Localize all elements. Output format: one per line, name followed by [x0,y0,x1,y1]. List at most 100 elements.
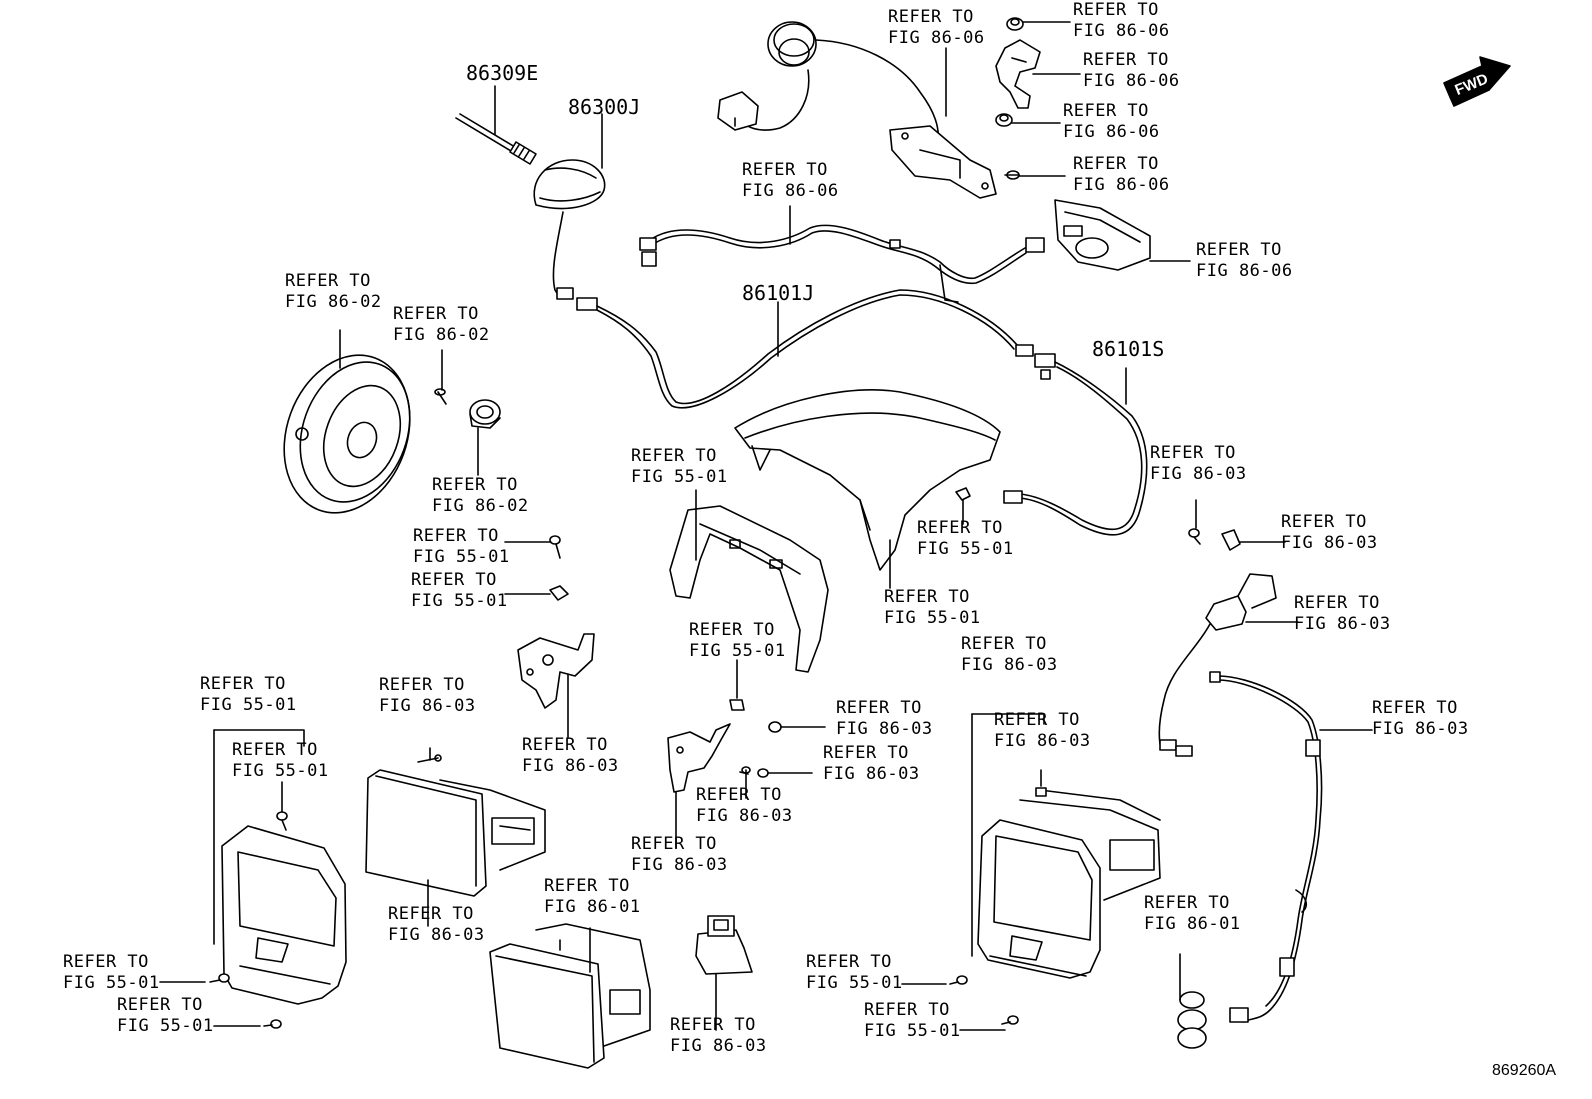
refer-label-camera[interactable]: REFER TO FIG 86-06 [1196,240,1293,282]
refer-line1: REFER TO [742,160,828,180]
refer-label-nut[interactable]: REFER TO FIG 86-06 [1063,101,1160,143]
refer-line1: REFER TO [432,475,518,495]
refer-line2: FIG 86-03 [670,1036,767,1056]
refer-label-speaker[interactable]: REFER TO FIG 86-02 [285,271,382,313]
refer-label-display-unit[interactable]: REFER TO FIG 86-03 [388,904,485,946]
refer-line1: REFER TO [888,7,974,27]
refer-label-cluster-bezel[interactable]: REFER TO FIG 55-01 [884,587,981,629]
refer-line2: FIG 86-03 [379,696,476,716]
refer-label-tweeter[interactable]: REFER TO FIG 86-02 [432,475,529,517]
refer-label-display-screw[interactable]: REFER TO FIG 86-03 [379,675,476,717]
refer-label-right-clip[interactable]: REFER TO FIG 86-03 [1281,512,1378,554]
antenna-rod-icon [456,114,536,164]
refer-line2: FIG 86-03 [522,756,619,776]
refer-label-right-display[interactable]: REFER TO FIG 86-03 [961,634,1058,676]
refer-label-center-bracket[interactable]: REFER TO FIG 86-03 [631,834,728,876]
speaker-icon [263,337,431,530]
refer-line1: REFER TO [631,834,717,854]
refer-label-right-display-clip[interactable]: REFER TO FIG 86-03 [994,710,1091,752]
refer-line2: FIG 86-03 [994,731,1091,751]
refer-line1: REFER TO [413,526,499,546]
refer-line2: FIG 86-06 [1073,175,1170,195]
tweeter-icon [470,400,500,428]
refer-line1: REFER TO [285,271,371,291]
refer-line2: FIG 55-01 [411,591,508,611]
refer-label-harness[interactable]: REFER TO FIG 86-06 [742,160,839,202]
refer-label-left-bezel-screw-3[interactable]: REFER TO FIG 55-01 [117,995,214,1037]
screw-icon [740,767,750,774]
refer-line2: FIG 86-06 [1196,261,1293,281]
refer-label-dash-frame[interactable]: REFER TO FIG 55-01 [631,446,728,488]
refer-label-left-bezel-screw-2[interactable]: REFER TO FIG 55-01 [63,952,160,994]
refer-line1: REFER TO [232,740,318,760]
refer-line1: REFER TO [1073,154,1159,174]
refer-label-nut-top[interactable]: REFER TO FIG 86-06 [1073,0,1170,42]
refer-label-screw-left[interactable]: REFER TO FIG 55-01 [413,526,510,568]
screw-icon [1005,171,1019,179]
refer-label-bracket[interactable]: REFER TO FIG 86-06 [1083,50,1180,92]
refer-label-left-bezel-screw[interactable]: REFER TO FIG 55-01 [232,740,329,782]
refer-line2: FIG 86-03 [1372,719,1469,739]
refer-label-grommet[interactable]: REFER TO FIG 86-06 [888,7,985,49]
refer-label-right-display-screw[interactable]: REFER TO FIG 55-01 [806,952,903,994]
refer-label-screw[interactable]: REFER TO FIG 86-06 [1073,154,1170,196]
refer-line1: REFER TO [806,952,892,972]
refer-label-right-screw[interactable]: REFER TO FIG 86-03 [1150,443,1247,485]
refer-label-right-display-screw-2[interactable]: REFER TO FIG 55-01 [864,1000,961,1042]
refer-label-speaker-screw[interactable]: REFER TO FIG 86-02 [393,304,490,346]
refer-label-clip-left[interactable]: REFER TO FIG 55-01 [411,570,508,612]
refer-line2: FIG 55-01 [63,973,160,993]
refer-line1: REFER TO [917,518,1003,538]
refer-line2: FIG 86-02 [393,325,490,345]
refer-line1: REFER TO [117,995,203,1015]
refer-label-grommet-center[interactable]: REFER TO FIG 86-03 [836,698,933,740]
refer-label-usb-jack[interactable]: REFER TO FIG 86-03 [670,1015,767,1057]
dash-frame-icon [670,506,828,672]
screw-icon [418,755,441,762]
refer-line2: FIG 55-01 [631,467,728,487]
refer-label-left-bezel[interactable]: REFER TO FIG 55-01 [200,674,297,716]
refer-line1: REFER TO [522,735,608,755]
refer-line2: FIG 86-03 [388,925,485,945]
refer-line1: REFER TO [411,570,497,590]
refer-label-usb-harness[interactable]: REFER TO FIG 86-03 [1372,698,1469,740]
refer-line2: FIG 86-03 [823,764,920,784]
refer-label-mount-bracket[interactable]: REFER TO FIG 86-03 [522,735,619,777]
refer-line2: FIG 55-01 [917,539,1014,559]
center-bracket-icon [668,724,730,792]
refer-line1: REFER TO [696,785,782,805]
screw-icon [550,536,560,558]
refer-label-center-screw[interactable]: REFER TO FIG 86-03 [696,785,793,827]
refer-label-head-unit[interactable]: REFER TO FIG 86-01 [544,876,641,918]
refer-label-usb-jack-right[interactable]: REFER TO FIG 86-01 [1144,893,1241,935]
refer-line2: FIG 86-03 [631,855,728,875]
refer-line1: REFER TO [200,674,286,694]
refer-line2: FIG 86-02 [285,292,382,312]
refer-line2: FIG 86-02 [432,496,529,516]
refer-line2: FIG 86-03 [836,719,933,739]
refer-label-grommet-center-2[interactable]: REFER TO FIG 86-03 [823,743,920,785]
refer-line1: REFER TO [544,876,630,896]
refer-line1: REFER TO [864,1000,950,1020]
refer-line1: REFER TO [961,634,1047,654]
refer-line2: FIG 86-01 [1144,914,1241,934]
refer-line2: FIG 86-03 [1294,614,1391,634]
refer-line1: REFER TO [631,446,717,466]
refer-line2: FIG 86-06 [1083,71,1180,91]
part-number-feeder-main: 86101J [742,281,815,305]
refer-label-center-clip-2[interactable]: REFER TO FIG 55-01 [689,620,786,662]
leader-line [214,730,304,746]
part-number-antenna-base: 86300J [568,95,641,119]
screw-icon [1002,1016,1018,1024]
leader-line [972,714,1044,724]
refer-line1: REFER TO [1063,101,1149,121]
refer-line1: REFER TO [884,587,970,607]
mounting-bracket-icon [518,634,594,708]
screw-icon [210,974,229,982]
refer-line1: REFER TO [1294,593,1380,613]
refer-label-camera-control[interactable]: REFER TO FIG 86-03 [1294,593,1391,635]
refer-label-center-clip[interactable]: REFER TO FIG 55-01 [917,518,1014,560]
refer-line1: REFER TO [1073,0,1159,20]
refer-line1: REFER TO [63,952,149,972]
